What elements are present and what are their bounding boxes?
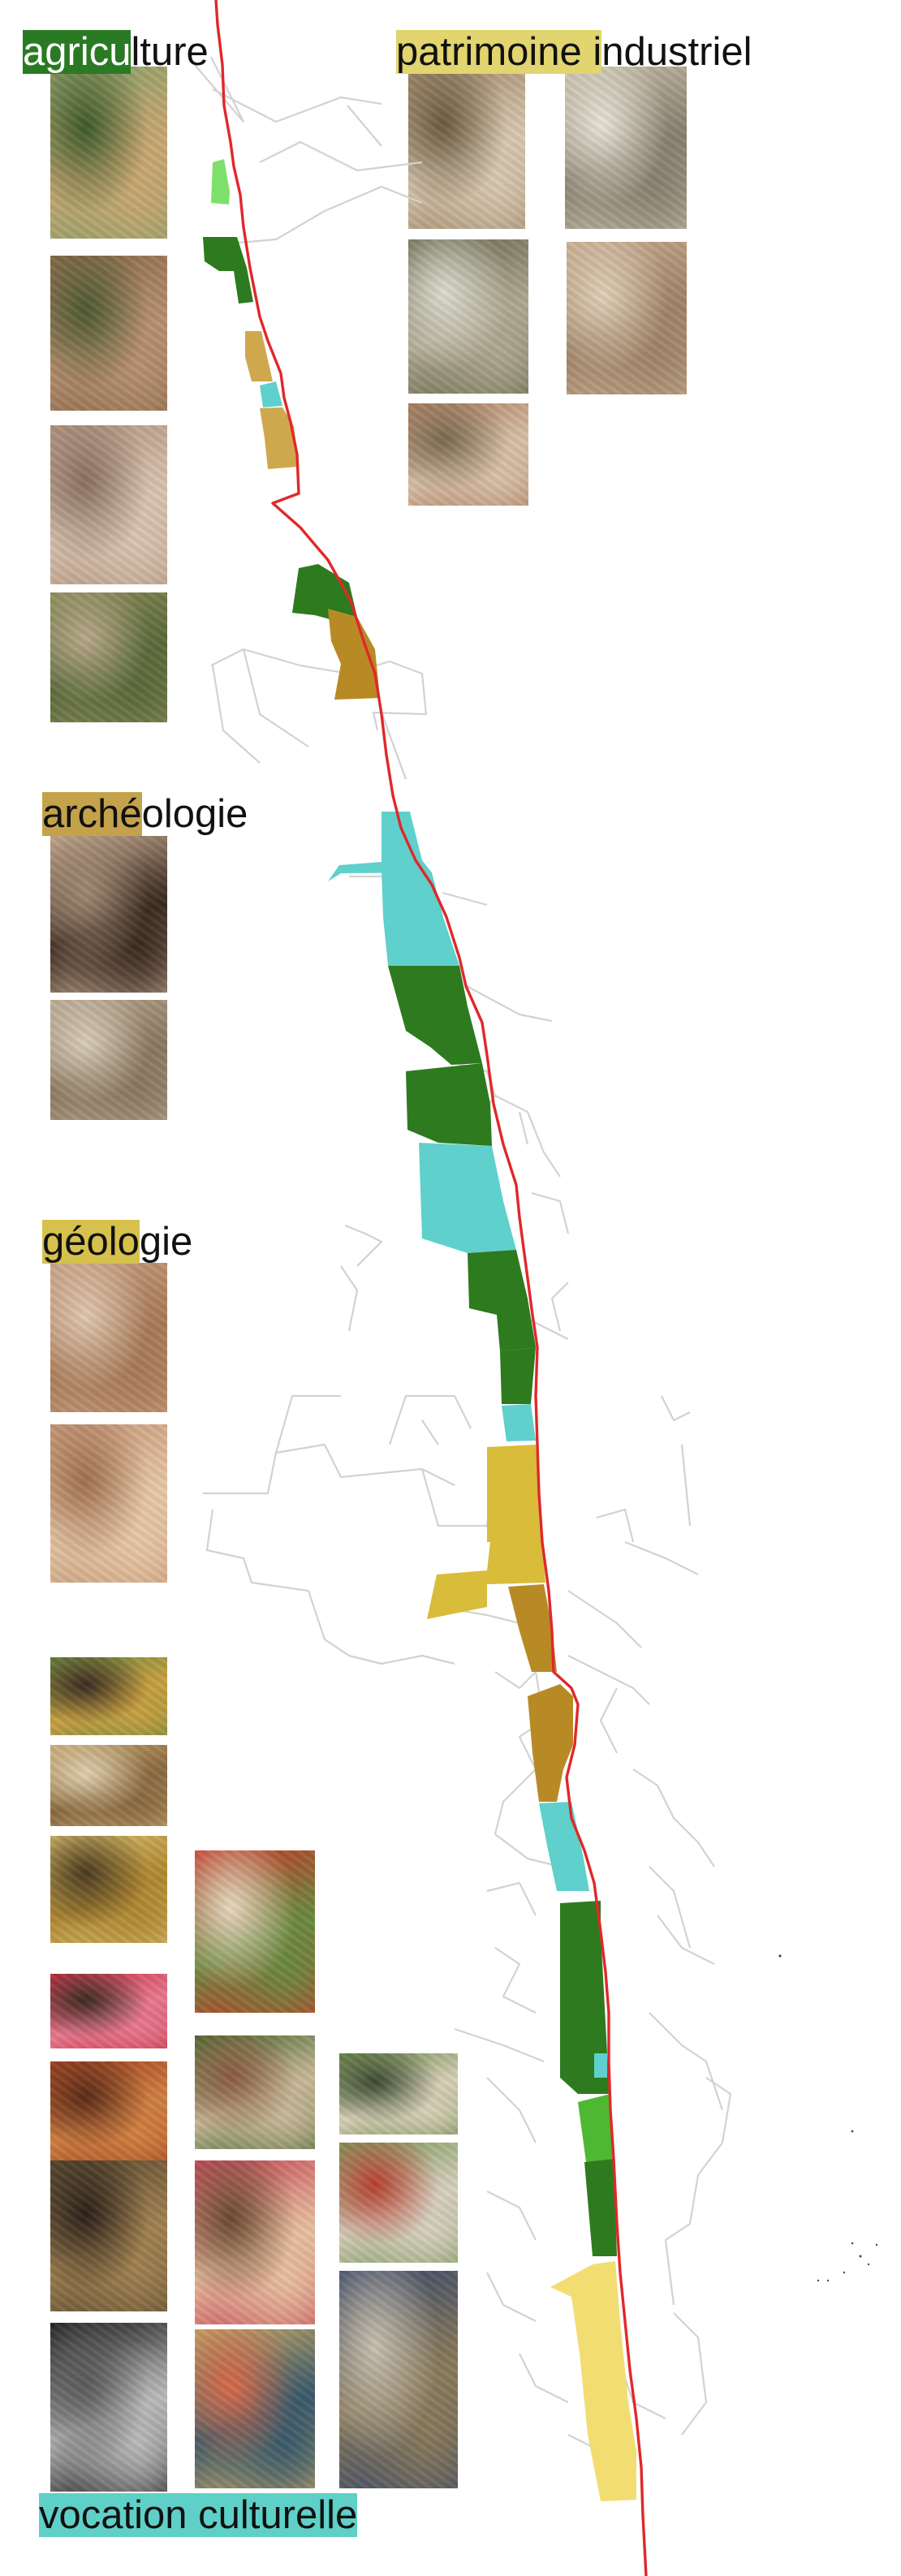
culture-photo-5 [50, 2061, 167, 2162]
zone-geology-2 [260, 407, 299, 469]
zone-agriculture-9 [584, 2159, 617, 2256]
zone-agriculture-pale [211, 159, 230, 205]
heading-patrimoine-highlight: patrimoine i [396, 30, 602, 74]
agriculture-photo-4 [50, 592, 167, 722]
heading-agriculture-rest: lture [131, 30, 209, 74]
zone-agriculture-3 [388, 966, 482, 1065]
agriculture-photo-1 [50, 67, 167, 239]
heading-agriculture-highlight: agricu [23, 30, 131, 74]
culture-photo-9 [195, 2035, 315, 2149]
culture-photo-7 [50, 2323, 167, 2492]
heading-geologie: géologie [42, 1220, 192, 1264]
heading-archeologie: archéologie [42, 792, 248, 836]
zone-agriculture-5 [468, 1250, 536, 1351]
zone-archaeology-3 [528, 1684, 573, 1802]
agriculture-photo-3 [50, 425, 167, 584]
industrial-photo-3 [408, 239, 528, 394]
industrial-photo-2 [565, 67, 687, 229]
culture-photo-4 [50, 1974, 167, 2048]
heading-agriculture: agriculture [23, 30, 209, 74]
heading-patrimoine-industriel: patrimoine industriel [396, 30, 752, 74]
zone-industrial-pale [550, 2261, 636, 2501]
zone-agriculture-1 [203, 237, 253, 304]
zone-cultural-5 [502, 1404, 536, 1441]
zone-industrial-2 [427, 1542, 545, 1619]
heading-vocation-culturelle: vocation culturelle [39, 2493, 358, 2537]
culture-photo-12 [339, 2053, 458, 2134]
zone-cultural-6 [539, 1802, 589, 1891]
zone-agriculture-2 [292, 564, 357, 620]
heading-archeologie-rest: ologie [141, 792, 248, 836]
culture-photo-1 [50, 1657, 167, 1735]
zone-agriculture-6 [500, 1347, 536, 1404]
culture-photo-6 [50, 2160, 167, 2311]
zone-archaeology-1 [328, 609, 380, 700]
geology-photo-1 [50, 1263, 167, 1412]
culture-photo-3 [50, 1836, 167, 1943]
zone-geology-1 [245, 331, 273, 381]
zone-cultural-1 [260, 381, 282, 407]
culture-photo-14 [339, 2271, 458, 2488]
industrial-photo-5 [408, 403, 528, 506]
culture-photo-8 [195, 1850, 315, 2013]
geology-photo-2 [50, 1424, 167, 1583]
industrial-photo-4 [567, 242, 687, 394]
heading-geologie-rest: gie [139, 1220, 193, 1264]
scatter-marks [778, 1954, 878, 2282]
culture-photo-13 [339, 2143, 458, 2263]
zone-cultural-2 [328, 812, 432, 881]
heading-archeologie-highlight: arché [42, 792, 142, 836]
zone-cultural-4 [419, 1143, 516, 1253]
culture-photo-2 [50, 1745, 167, 1826]
zone-agriculture-4 [406, 1063, 492, 1146]
zone-agriculture-8 [578, 2094, 614, 2162]
zone-cultural-7 [594, 2053, 607, 2078]
industrial-photo-1 [408, 67, 525, 229]
heading-geologie-highlight: géolo [42, 1220, 140, 1264]
archaeology-photo-1 [50, 836, 167, 993]
heading-vocation-highlight: vocation culturelle [39, 2493, 358, 2537]
culture-photo-11 [195, 2329, 315, 2488]
heading-patrimoine-rest: ndustriel [601, 30, 752, 74]
zone-agriculture-7 [560, 1901, 609, 2094]
agriculture-photo-2 [50, 256, 167, 411]
zone-archaeology-2 [508, 1584, 557, 1672]
archaeology-photo-2 [50, 1000, 167, 1120]
zone-cultural-3 [382, 870, 459, 966]
zone-industrial-1 [487, 1445, 542, 1542]
culture-photo-10 [195, 2160, 315, 2324]
